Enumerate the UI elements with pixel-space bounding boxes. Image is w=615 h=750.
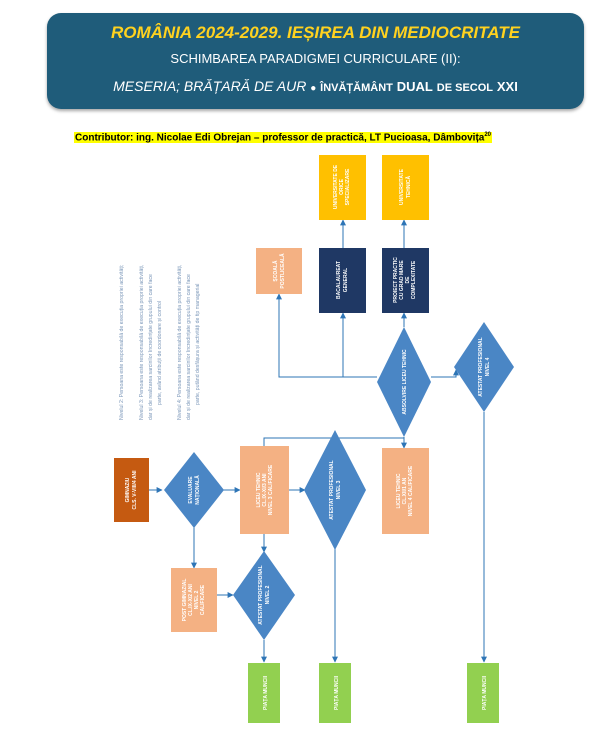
post-gimnazial-line1: POST GIMNAZIAL <box>182 579 188 622</box>
note-level3-line3: parte, având atribuții de coordonare și … <box>157 301 163 405</box>
node-liceu-cl9-11: LICEU TEHNIC CL.IX-XI/3 ANI NIVEL 3 CALI… <box>240 446 289 534</box>
atestat4-line1: ATESTAT PROFESIONAL <box>478 337 484 396</box>
node-evaluare: EVALUARE NAȚIONALĂ <box>164 452 224 528</box>
node-gimnaziu: GIMNAZIU CLS. V-VIII/4 ANI <box>114 458 149 522</box>
node-piata-muncii-1: PIAȚA MUNCII <box>248 663 280 723</box>
liceu-cl9-11-line2: CL.IX-XI/3 ANI <box>262 473 268 507</box>
note-level4-line3: parte, putând desfășura și activități de… <box>195 284 201 405</box>
piata1-label: PIAȚA MUNCII <box>263 675 269 710</box>
node-absolvire: ABSOLVIRE LICEU TEHNIC <box>377 327 431 437</box>
atestat4-line2: NIVEL 4 <box>485 357 491 376</box>
node-universitate-tehnica: UNIVERSITATE TEHNICĂ <box>382 155 429 220</box>
note-level3-line2: dar și de realizarea sarcinilor încredin… <box>148 274 154 420</box>
banner-title: ROMÂNIA 2024-2029. IEȘIREA DIN MEDIOCRIT… <box>110 23 521 42</box>
banner-line3: MESERIA; BRĂȚARĂ DE AUR ● ÎNVĂȚĂMÂNT DUA… <box>47 78 584 94</box>
proiect-line4: COMPLEXITATE <box>411 260 417 299</box>
absolvire-line1: ABSOLVIRE LICEU TEHNIC <box>402 349 408 415</box>
liceu-cl12-line1: LICEU TEHNIC <box>396 473 402 508</box>
evaluare-line1: EVALUARE <box>188 476 194 504</box>
node-scoala-postliceala: ȘCOALĂ POSTLICEALĂ <box>256 248 302 294</box>
piata2-label: PIAȚA MUNCII <box>334 675 340 710</box>
node-atestat-nivel2: ATESTAT PROFESIONAL NIVEL 2 <box>233 551 295 640</box>
banner-subtitle: SCHIMBAREA PARADIGMEI CURRICULARE (II): <box>170 51 461 66</box>
univ-orice-line2: ORICE <box>339 178 345 195</box>
bacalaureat-line1: BACALAUREAT <box>336 261 342 299</box>
node-piata-muncii-3: PIAȚA MUNCII <box>467 663 499 723</box>
atestat3-line2: NIVEL 3 <box>336 480 342 499</box>
banner-line3-main: MESERIA; BRĂȚARĂ DE AUR <box>113 78 307 94</box>
atestat2-line1: ATESTAT PROFESIONAL <box>258 565 264 624</box>
note-level2: Nivelul 2: Persoana este responsabilă de… <box>119 265 125 420</box>
arrow-absolvire-postliceala <box>276 293 377 378</box>
piata3-label: PIAȚA MUNCII <box>482 675 488 710</box>
gimnaziu-line2: CLS. V-VIII/4 ANI <box>132 470 138 510</box>
proiect-line1: PROIECT PRACTIC <box>393 257 399 303</box>
univ-tehnica-line2: TEHNICĂ <box>405 176 412 199</box>
banner-line3-d: XXI <box>496 79 518 94</box>
node-liceu-cl12: LICEU TEHNIC CL.XII/1 AN NIVEL 4 CALIFIC… <box>382 448 429 534</box>
arrow-absolvire-atestat4 <box>431 369 459 378</box>
node-atestat-nivel4: ATESTAT PROFESIONAL NIVEL 4 <box>454 322 514 412</box>
banner-line3-a: ÎNVĂȚĂMÂNT <box>320 82 393 94</box>
level-notes: Nivelul 2: Persoana este responsabilă de… <box>119 265 201 420</box>
atestat3-line1: ATESTAT PROFESIONAL <box>329 460 335 519</box>
note-level3-line1: Nivelul 3: Persoana este responsabilă de… <box>139 265 145 420</box>
node-proiect-practic: PROIECT PRACTIC CU GRAD MARE DE COMPLEXI… <box>382 248 429 313</box>
contributor-text: Contributor: ing. Nicolae Edi Obrejan – … <box>75 132 485 144</box>
contributor-line: Contributor: ing. Nicolae Edi Obrejan – … <box>74 132 493 144</box>
note-level4-line1: Nivelul 4: Persoana este responsabilă de… <box>177 265 183 420</box>
liceu-cl9-11-line1: LICEU TEHNIC <box>256 472 262 507</box>
banner-line3-c: DE SECOL <box>436 82 493 94</box>
liceu-cl12-line3: NIVEL 4 CALIFICARE <box>408 465 414 516</box>
postliceala-line1: ȘCOALĂ <box>272 260 279 282</box>
node-post-gimnazial: POST GIMNAZIAL CL.IX-X/2 ANI NIVEL 2 CAL… <box>171 568 217 632</box>
bacalaureat-line2: GENERAL <box>343 268 349 292</box>
liceu-cl12-line2: CL.XII/1 AN <box>402 477 408 504</box>
univ-orice-line1: UNIVERSITATE DE <box>333 164 339 209</box>
post-gimnazial-line4: CALIFICARE <box>200 584 206 615</box>
postliceala-line2: POSTLICEALĂ <box>279 253 286 289</box>
node-universitate-orice: UNIVERSITATE DE ORICE SPECIALIZARE <box>319 155 366 220</box>
bullet-icon: ● <box>310 83 317 94</box>
banner-line3-b: DUAL <box>396 79 433 94</box>
node-piata-muncii-2: PIAȚA MUNCII <box>319 663 351 723</box>
liceu-cl9-11-line3: NIVEL 3 CALIFICARE <box>268 464 274 515</box>
node-atestat-nivel3: ATESTAT PROFESIONAL NIVEL 3 <box>304 430 366 550</box>
node-bacalaureat: BACALAUREAT GENERAL <box>319 248 366 313</box>
title-banner: ROMÂNIA 2024-2029. IEȘIREA DIN MEDIOCRIT… <box>47 13 584 109</box>
post-gimnazial-line2: CL.IX-X/2 ANI <box>188 584 194 616</box>
univ-tehnica-line1: UNIVERSITATE <box>399 168 405 205</box>
evaluare-line2: NAȚIONALĂ <box>194 475 201 505</box>
post-gimnazial-line3: NIVEL 2 <box>194 590 200 609</box>
proiect-line2: CU GRAD MARE <box>399 260 405 300</box>
gimnaziu-line1: GIMNAZIU <box>125 477 131 502</box>
note-level4-line2: dar și de realizarea sarcinilor încredin… <box>186 274 192 420</box>
proiect-line3: DE <box>405 276 411 284</box>
univ-orice-line3: SPECIALIZARE <box>345 168 351 205</box>
atestat2-line2: NIVEL 2 <box>265 585 271 604</box>
footnote-marker: 20 <box>484 132 492 138</box>
